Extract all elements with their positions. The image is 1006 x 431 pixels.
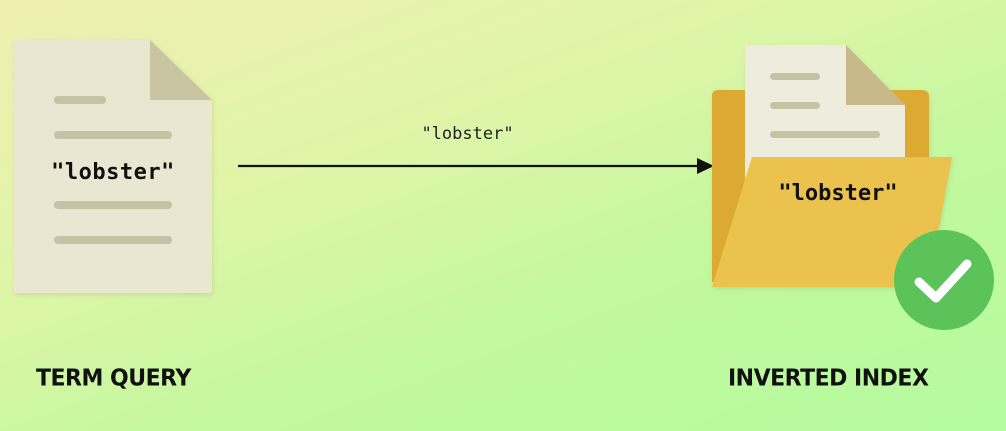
query-arrow [238, 158, 714, 174]
check-circle-icon [894, 230, 994, 330]
index-term-label: "lobster" [778, 181, 898, 206]
document-icon [14, 40, 212, 293]
folder-with-document-icon [712, 45, 952, 287]
arrow-term-label: "lobster" [421, 124, 514, 144]
inverted-index-caption: INVERTED INDEX [728, 365, 929, 392]
term-query-caption: TERM QUERY [36, 365, 191, 392]
document-term-label: "lobster" [51, 160, 175, 185]
